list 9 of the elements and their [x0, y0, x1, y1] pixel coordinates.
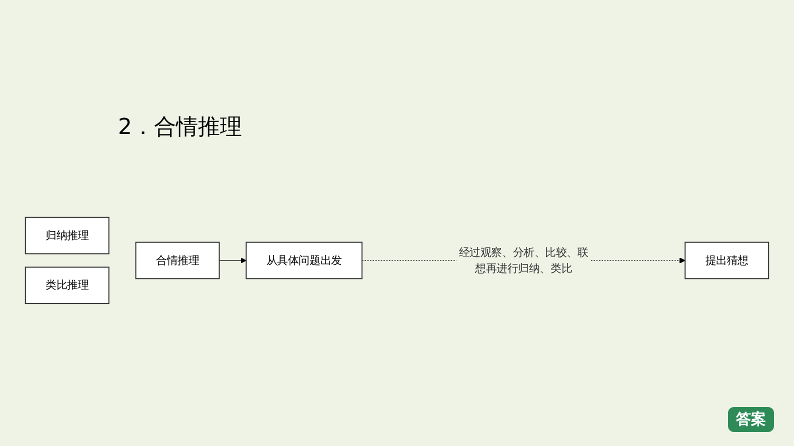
node-box: 合情推理 — [135, 241, 220, 279]
edge-label: 经过观察、分析、比较、联想再进行归纳、类比 — [458, 245, 588, 274]
node-box: 提出猜想 — [684, 241, 770, 279]
arrow — [218, 257, 246, 263]
node-box: 从具体问题出发 — [246, 241, 362, 279]
section-title: 2．合情推理 — [118, 114, 242, 142]
node-box: 类比推理 — [24, 266, 110, 304]
answer-button: 答案 — [728, 407, 774, 432]
node-box: 归纳推理 — [24, 216, 110, 254]
